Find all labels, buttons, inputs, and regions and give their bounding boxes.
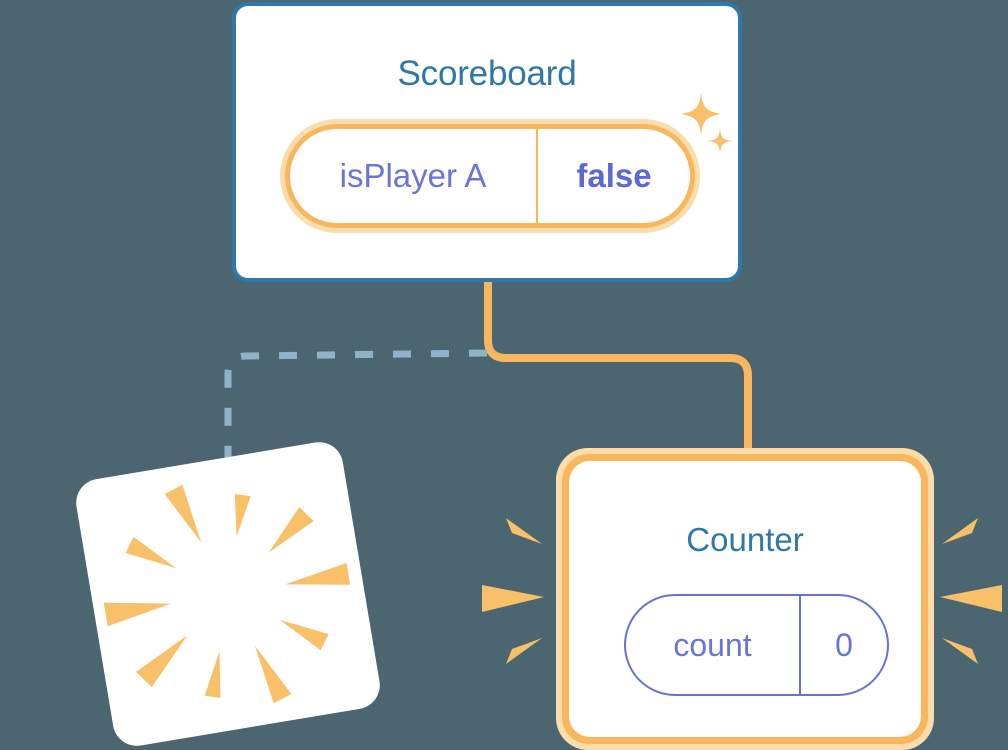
ray-left-top <box>506 518 542 544</box>
page-title: Scoreboard <box>397 54 577 93</box>
counter-title: Counter <box>686 521 804 558</box>
burst-rays-placeholder <box>103 484 351 704</box>
counter-pill-divider <box>799 596 801 694</box>
sparkle-small-icon <box>707 128 733 154</box>
sparkle-large-icon <box>681 93 721 135</box>
ray-right-middle <box>940 585 1002 612</box>
ray-right-bottom <box>942 638 978 664</box>
pill-divider <box>536 129 538 223</box>
counter-body: Counter count 0 <box>569 461 921 737</box>
counter-card[interactable]: Counter count 0 <box>556 448 934 750</box>
counter-prop-pill[interactable]: count 0 <box>624 594 889 696</box>
pill-body: isPlayer A false <box>290 129 690 223</box>
placeholder-card[interactable] <box>72 438 384 750</box>
prop-value-false: false <box>576 157 652 194</box>
ray-right-top <box>942 518 978 544</box>
prop-key-isplayer-a: isPlayer A <box>339 157 487 194</box>
counter-ring: Counter count 0 <box>562 454 928 744</box>
scoreboard-to-counter-wire <box>484 282 752 452</box>
burst-rays-counter-left <box>482 518 544 664</box>
ray-left-middle <box>482 585 544 612</box>
pill-ring: isPlayer A false <box>285 124 695 228</box>
scoreboard-card[interactable]: Scoreboard isPlayer A false <box>232 2 742 282</box>
prop-value-count: 0 <box>835 626 853 663</box>
burst-rays-counter-right <box>940 518 1002 664</box>
ray-left-bottom <box>506 638 542 664</box>
sparkle-icon-group <box>681 93 733 154</box>
scoreboard-prop-pill[interactable]: isPlayer A false <box>280 119 700 233</box>
prop-key-count: count <box>673 626 752 663</box>
